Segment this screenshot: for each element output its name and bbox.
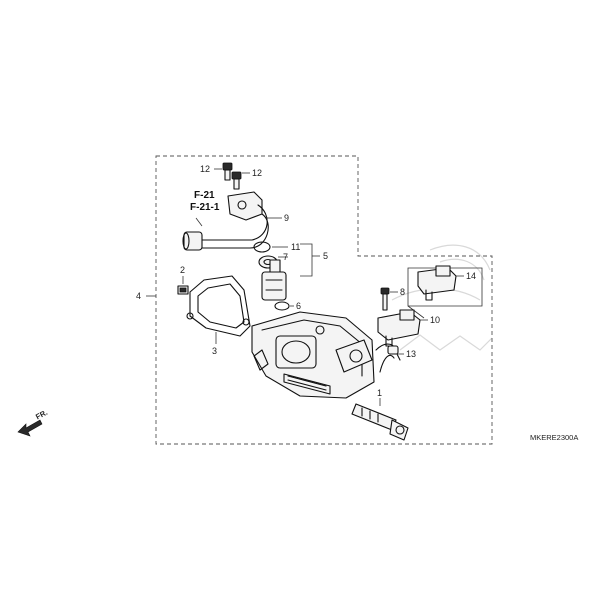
sensor-part-10 xyxy=(377,309,421,347)
front-direction-label: FR. xyxy=(34,408,49,422)
callout-12-right: 12 xyxy=(252,168,262,178)
front-direction-arrow-icon xyxy=(17,419,43,437)
callout-7: 7 xyxy=(283,252,288,262)
callout-5: 5 xyxy=(323,251,328,261)
o-ring-part-6 xyxy=(274,301,290,311)
hose-part-13 xyxy=(375,343,401,373)
bolt-part-2 xyxy=(177,285,189,295)
callout-2: 2 xyxy=(180,265,185,275)
callout-1: 1 xyxy=(377,388,382,398)
callout-3: 3 xyxy=(212,346,217,356)
callout-12-left: 12 xyxy=(200,164,210,174)
callout-6: 6 xyxy=(296,301,301,311)
shaft-part-1 xyxy=(351,403,409,441)
callout-13: 13 xyxy=(406,349,416,359)
reference-f21-1: F-21-1 xyxy=(190,202,220,213)
assembly-boundary xyxy=(155,155,493,445)
callout-14: 14 xyxy=(466,271,476,281)
reference-f21: F-21 xyxy=(194,190,215,201)
callout-4: 4 xyxy=(136,291,141,301)
fuel-hose-part-9 xyxy=(182,191,269,251)
detail-box-frame xyxy=(407,267,483,307)
sensor-part-14 xyxy=(417,265,457,301)
diagram-code: MKERE2300A xyxy=(530,433,578,442)
screw-part-8 xyxy=(380,287,390,311)
throttle-body xyxy=(251,311,375,399)
injector-part-5 xyxy=(261,259,287,301)
callout-11: 11 xyxy=(291,242,300,252)
o-ring-part-11 xyxy=(253,241,271,253)
callout-9: 9 xyxy=(284,213,289,223)
callout-10: 10 xyxy=(430,315,440,325)
bracket-part-3 xyxy=(186,275,251,337)
callout-8: 8 xyxy=(400,287,405,297)
bolt-part-12 xyxy=(222,162,242,190)
